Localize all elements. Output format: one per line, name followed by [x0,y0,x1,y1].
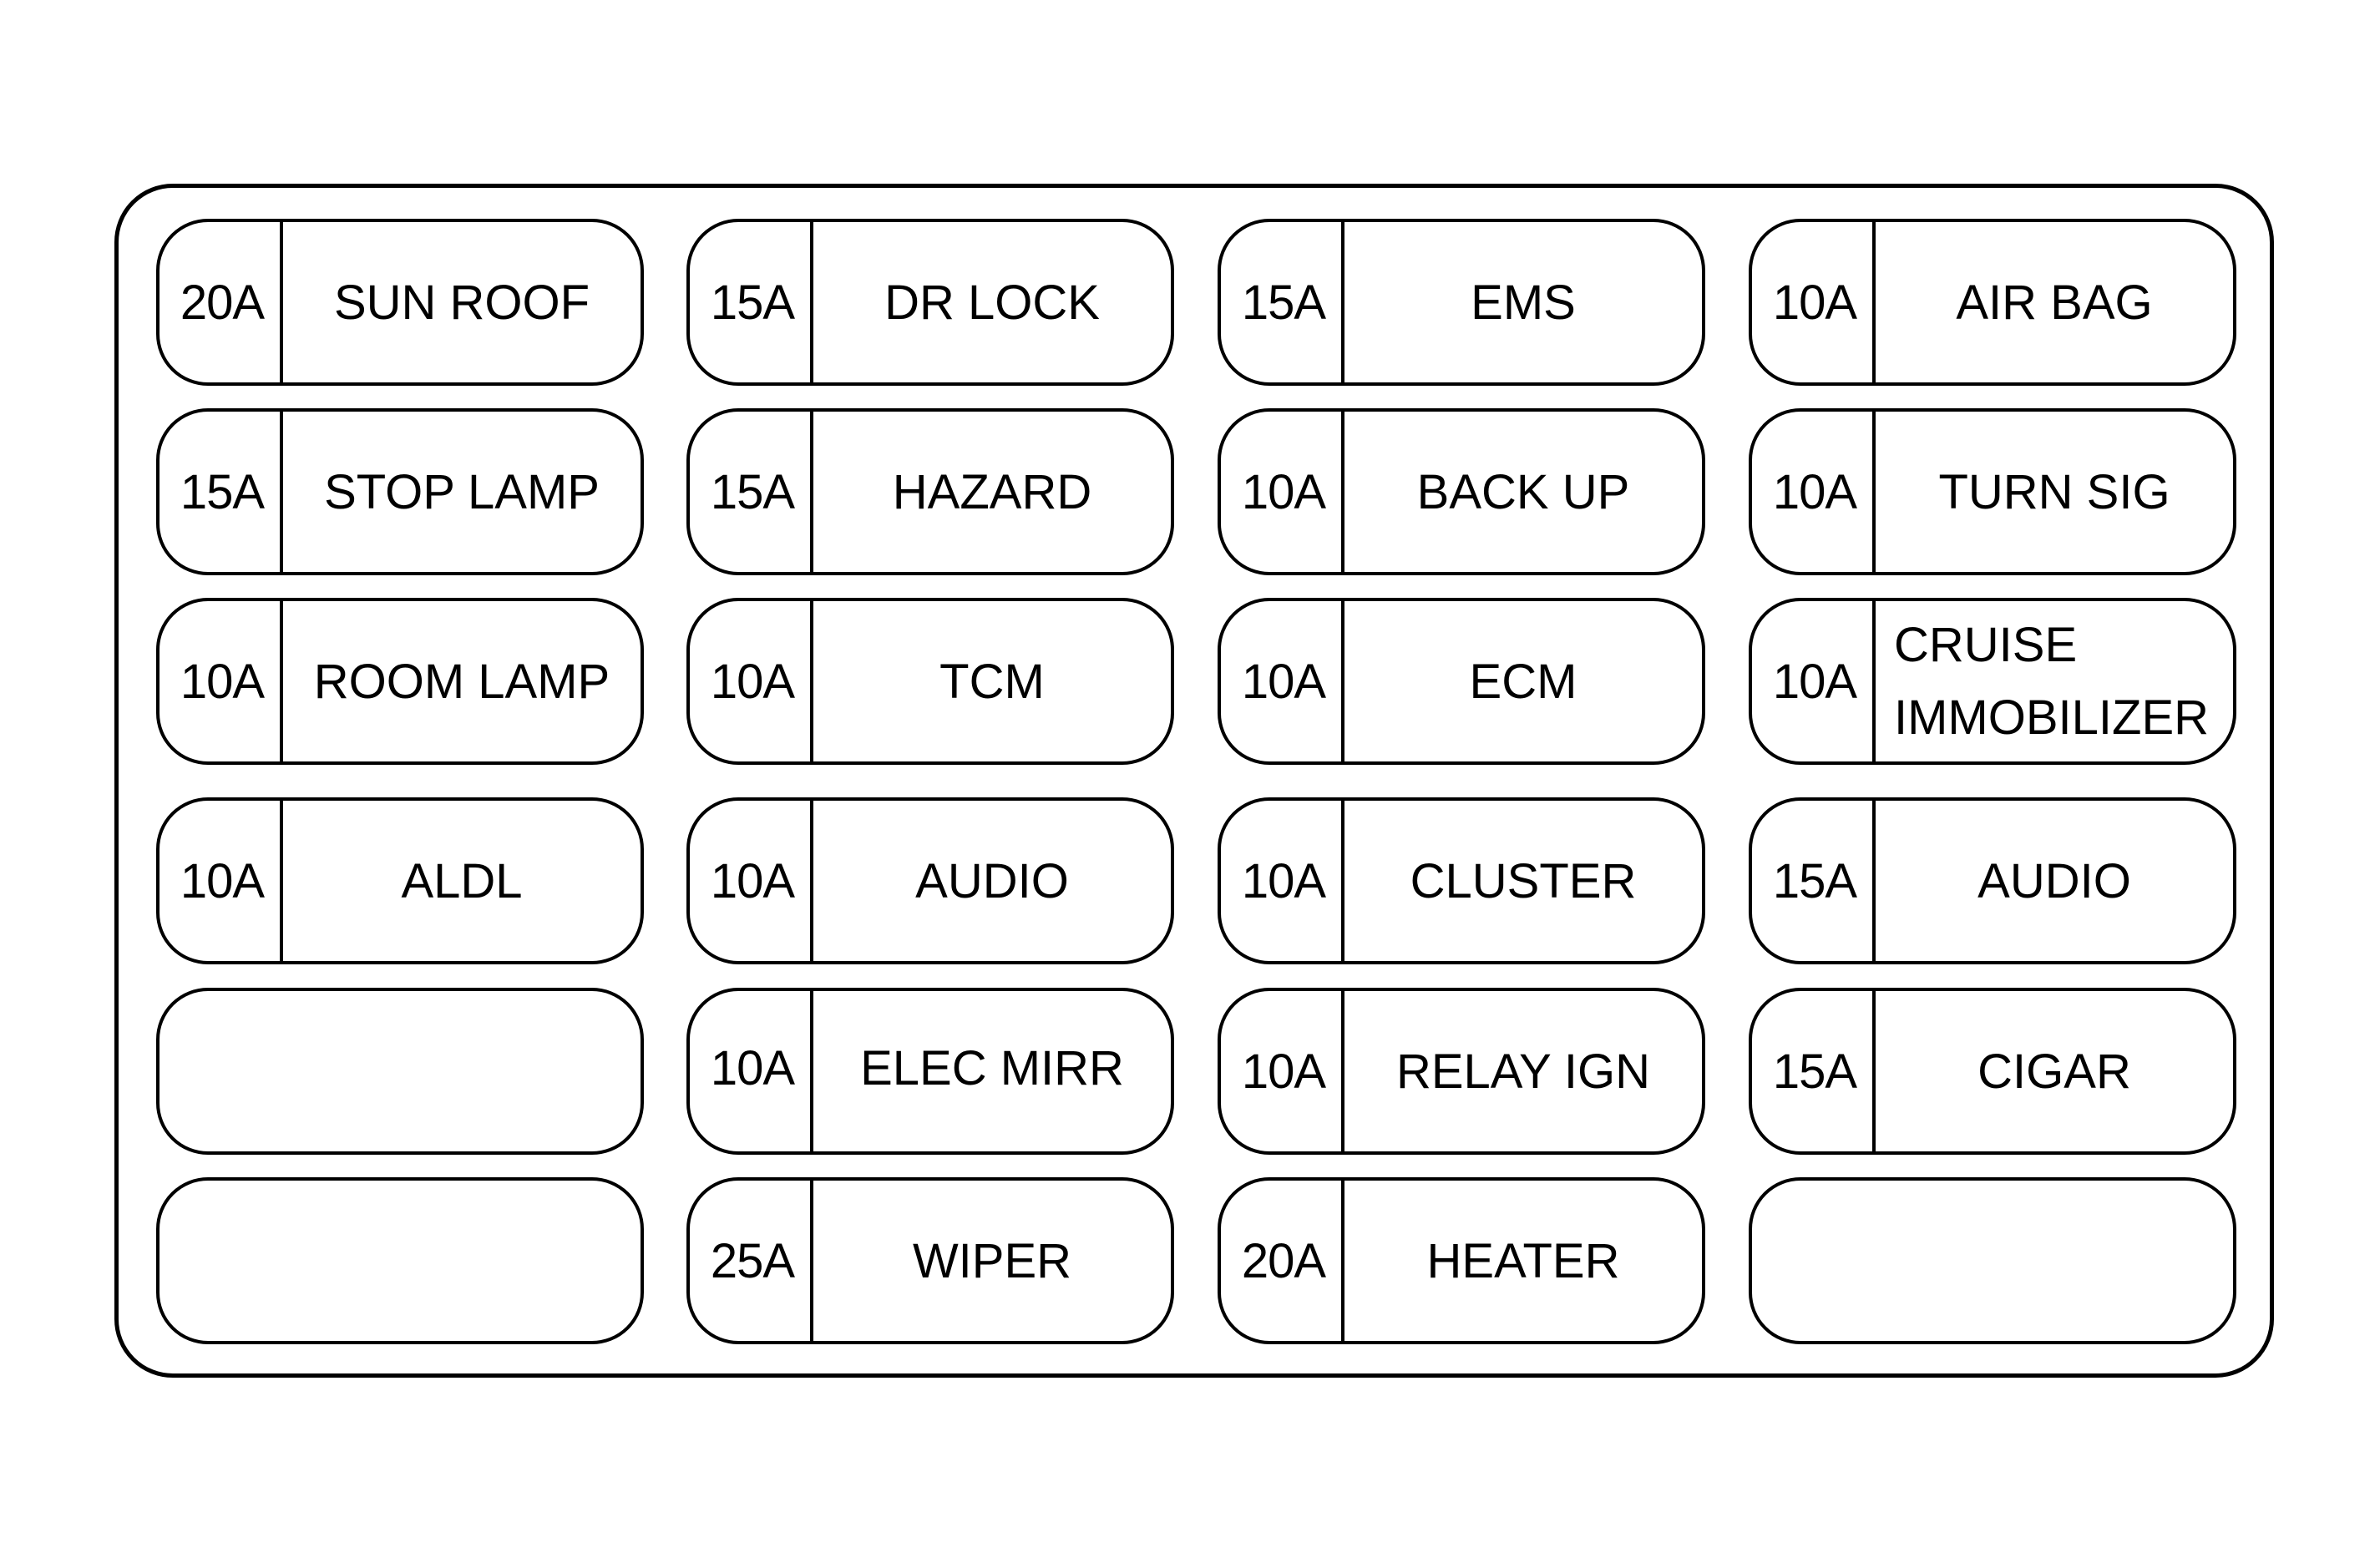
fuse-amperage: 15A [690,412,813,572]
fuse-amperage: 10A [690,991,813,1151]
fuse-label: BACK UP [1416,464,1630,519]
fuse-amperage: 15A [1221,222,1344,382]
fuse-slot: 15A EMS [1218,219,1705,386]
fuse-amperage: 20A [160,222,283,382]
fuse-amperage: 10A [1221,801,1344,961]
fuse-amperage: 10A [690,601,813,761]
fuse-label: STOP LAMP [324,464,600,519]
fuse-slot: 25A WIPER [686,1177,1174,1344]
fuse-slot: 10A TCM [686,598,1174,765]
fuse-slot: 20A SUN ROOF [156,219,644,386]
fuse-amperage: 15A [1752,801,1876,961]
fuse-slot: 10A ELEC MIRR [686,988,1174,1155]
fuse-slot: 10A AIR BAG [1749,219,2236,386]
fuse-slot: 20A HEATER [1218,1177,1705,1344]
fuse-label-line-2: IMMOBILIZER [1894,690,2210,745]
fuse-amperage: 15A [1752,991,1876,1151]
fuse-amperage: 25A [690,1181,813,1341]
fuse-amperage: 10A [1752,601,1876,761]
fuse-amperage: 10A [690,801,813,961]
fuse-label: HEATER [1426,1233,1620,1288]
fuse-slot: 10A ALDL [156,797,644,964]
fuse-amperage: 10A [160,601,283,761]
fuse-slot: 10A ROOM LAMP [156,598,644,765]
fuse-amperage: 10A [1221,991,1344,1151]
fuse-label: TURN SIG [1938,464,2170,519]
fuse-label: TCM [939,654,1045,709]
fuse-slot: 15A CIGAR [1749,988,2236,1155]
fuse-label: EMS [1471,275,1576,330]
fuse-label: AUDIO [1977,853,2131,908]
fuse-panel-outline [114,184,2274,1378]
fuse-slot: 15A DR LOCK [686,219,1174,386]
fuse-amperage: 20A [1221,1181,1344,1341]
fuse-amperage: 10A [1221,601,1344,761]
fuse-label: ROOM LAMP [313,654,610,709]
fuse-label: CRUISE IMMOBILIZER [1876,601,2233,761]
fuse-label: AUDIO [915,853,1069,908]
fuse-slot: 10A CRUISE IMMOBILIZER [1749,598,2236,765]
fuse-amperage: 10A [1221,412,1344,572]
fuse-slot: 15A HAZARD [686,408,1174,575]
fuse-label: HAZARD [892,464,1092,519]
fuse-label: CIGAR [1977,1044,2131,1099]
fuse-slot: 10A ECM [1218,598,1705,765]
fuse-amperage: 15A [690,222,813,382]
fuse-label-line-1: CRUISE [1894,618,2078,672]
fuse-label: SUN ROOF [333,275,590,330]
fuse-label: RELAY IGN [1395,1044,1651,1099]
fuse-label: ECM [1469,654,1577,709]
fuse-slot: 10A RELAY IGN [1218,988,1705,1155]
empty-fuse-slot [1749,1177,2236,1344]
fuse-slot: 15A STOP LAMP [156,408,644,575]
fuse-amperage: 10A [1752,412,1876,572]
fuse-label: ALDL [401,853,523,908]
fuse-label: CLUSTER [1410,853,1637,908]
fuse-label: DR LOCK [884,275,1100,330]
fuse-amperage: 10A [160,801,283,961]
fuse-slot: 15A AUDIO [1749,797,2236,964]
fuse-label: WIPER [912,1233,1072,1288]
fuse-slot: 10A BACK UP [1218,408,1705,575]
fuse-amperage: 10A [1752,222,1876,382]
fuse-slot: 10A AUDIO [686,797,1174,964]
fuse-slot: 10A TURN SIG [1749,408,2236,575]
fuse-amperage: 15A [160,412,283,572]
fuse-slot: 10A CLUSTER [1218,797,1705,964]
fuse-label: AIR BAG [1956,275,2153,330]
empty-fuse-slot [156,1177,644,1344]
empty-fuse-slot [156,988,644,1155]
fuse-label: ELEC MIRR [860,1040,1124,1095]
